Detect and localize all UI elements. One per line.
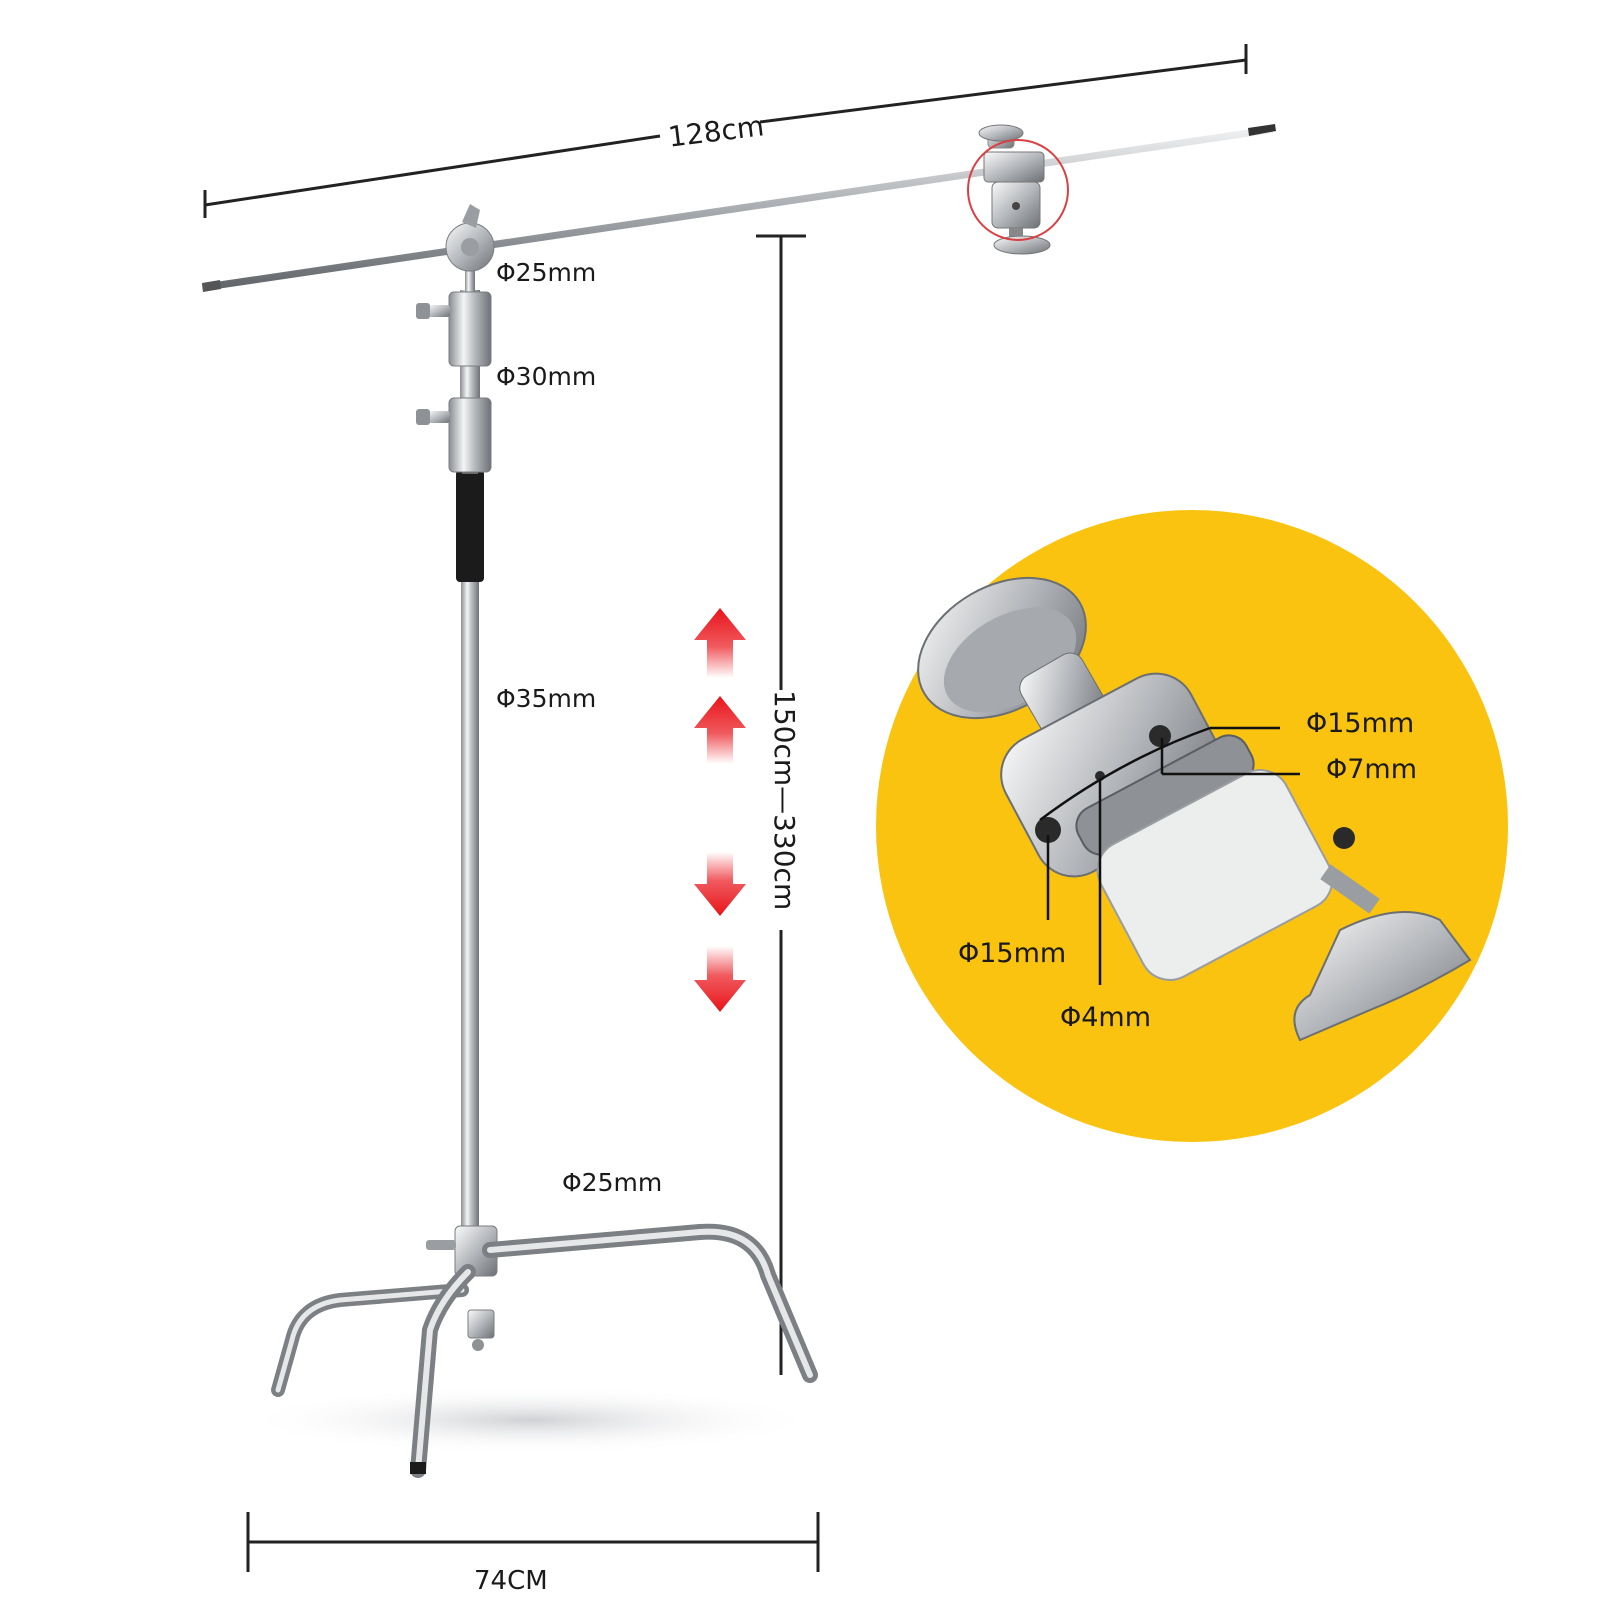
leg-diameter-label: Φ25mm (562, 1168, 663, 1197)
grip-pin-diameter-label: Φ4mm (1060, 1002, 1152, 1033)
grip-hole-diameter-label: Φ15mm (1306, 708, 1415, 739)
height-range-label: 150cm—330cm (768, 690, 801, 911)
base-width-label: 74CM (474, 1566, 548, 1596)
floor-shadow (240, 1386, 820, 1454)
arrow-up-icon (694, 608, 746, 678)
base-dimension-line (246, 1512, 820, 1572)
grip-hole-small-diameter-label: Φ7mm (1326, 754, 1418, 785)
arrow-up-icon (694, 696, 746, 764)
arrow-down-icon (694, 852, 746, 916)
boom-grip-head (967, 124, 1069, 255)
top-section-diameter-label: Φ25mm (496, 258, 597, 287)
base-head (426, 1225, 498, 1351)
main-pole (416, 204, 495, 1236)
boom-arm (202, 124, 1276, 292)
base-legs (271, 1223, 818, 1478)
boom-dimension-line (203, 44, 1248, 218)
arrow-down-icon (694, 946, 746, 1012)
grip-side-hole-diameter-label: Φ15mm (958, 938, 1067, 969)
middle-section-diameter-label: Φ30mm (496, 362, 597, 391)
detail-leader-lines (1039, 726, 1300, 985)
grip-head-closeup (917, 576, 1472, 1042)
lower-section-diameter-label: Φ35mm (496, 684, 597, 713)
